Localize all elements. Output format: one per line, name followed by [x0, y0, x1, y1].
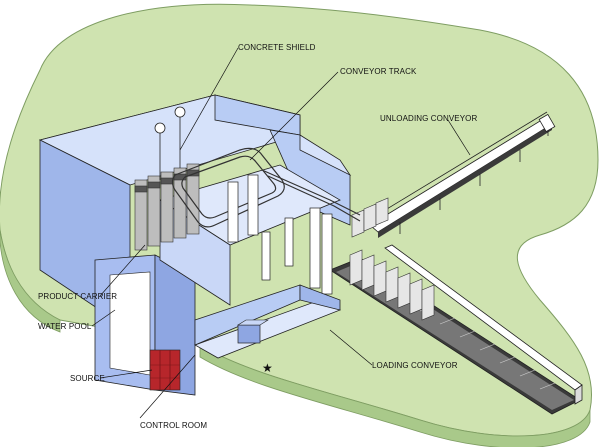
- label-control-room: CONTROL ROOM: [140, 421, 207, 430]
- conveyor-track: [171, 147, 361, 228]
- product-boxes-loading: [349, 249, 435, 321]
- label-source: SOURCE: [70, 374, 105, 383]
- support-columns: [227, 174, 333, 295]
- label-loading-conveyor: LOADING CONVEYOR: [372, 361, 458, 370]
- product-carriers: [134, 163, 200, 251]
- leader-lines: [91, 47, 471, 419]
- unloading-conveyor: [369, 111, 556, 238]
- control-room: ★: [194, 284, 341, 375]
- label-concrete-shield: CONCRETE SHIELD: [238, 43, 316, 52]
- label-conveyor-track: CONVEYOR TRACK: [340, 67, 417, 76]
- operator-icon: ★: [262, 361, 273, 375]
- label-water-pool: WATER POOL: [38, 322, 92, 331]
- product-boxes-unloading: [351, 197, 389, 238]
- unloading-conveyor-legs: [399, 122, 549, 234]
- callout-labels: CONCRETE SHIELD CONVEYOR TRACK UNLOADING…: [38, 43, 477, 430]
- label-product-carrier: PRODUCT CARRIER: [38, 292, 117, 301]
- label-unloading-conveyor: UNLOADING CONVEYOR: [380, 114, 477, 123]
- hoist-pulleys: [154, 106, 186, 180]
- source-rack: [149, 349, 181, 391]
